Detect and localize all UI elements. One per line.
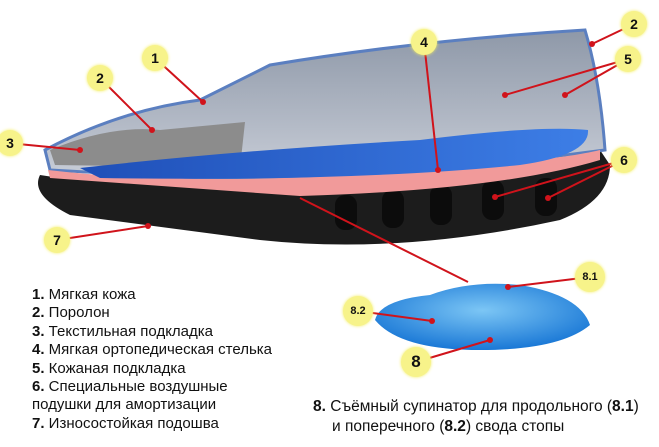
callout-1: 1 [142, 45, 168, 71]
supinator-note: 8. Съёмный супинатор для продольного (8.… [313, 398, 639, 435]
callout-8-1: 8.1 [575, 262, 605, 292]
callout-8-2: 8.2 [343, 296, 373, 326]
callout-7: 7 [44, 227, 70, 253]
callout-5: 5 [615, 46, 641, 72]
legend-item: 6. Специальные воздушные [32, 378, 228, 396]
callout-8: 8 [401, 347, 431, 377]
legend-item: подушки для амортизации [32, 396, 217, 414]
supinator [375, 283, 590, 350]
air-cushions [335, 178, 557, 230]
callout-2-right: 2 [621, 11, 647, 37]
callout-6: 6 [611, 147, 637, 173]
legend-item: 1. Мягкая кожа [32, 286, 136, 303]
callout-2-left: 2 [87, 65, 113, 91]
insole [80, 128, 589, 179]
callout-3: 3 [0, 130, 23, 156]
outsole [38, 150, 610, 245]
legend-item: 2. Поролон [32, 304, 110, 322]
legend-item: 4. Мягкая ортопедическая стелька [32, 341, 272, 359]
legend: 1. Мягкая кожа 2. Поролон 3. Текстильная… [32, 286, 272, 433]
legend-item: 7. Износостойкая подошва [32, 414, 219, 432]
legend-item: 5. Кожаная подкладка [32, 359, 186, 377]
callout-4: 4 [411, 29, 437, 55]
legend-item: 3. Текстильная подкладка [32, 322, 214, 340]
leader-dots [77, 41, 595, 343]
pink-lining [48, 150, 600, 196]
